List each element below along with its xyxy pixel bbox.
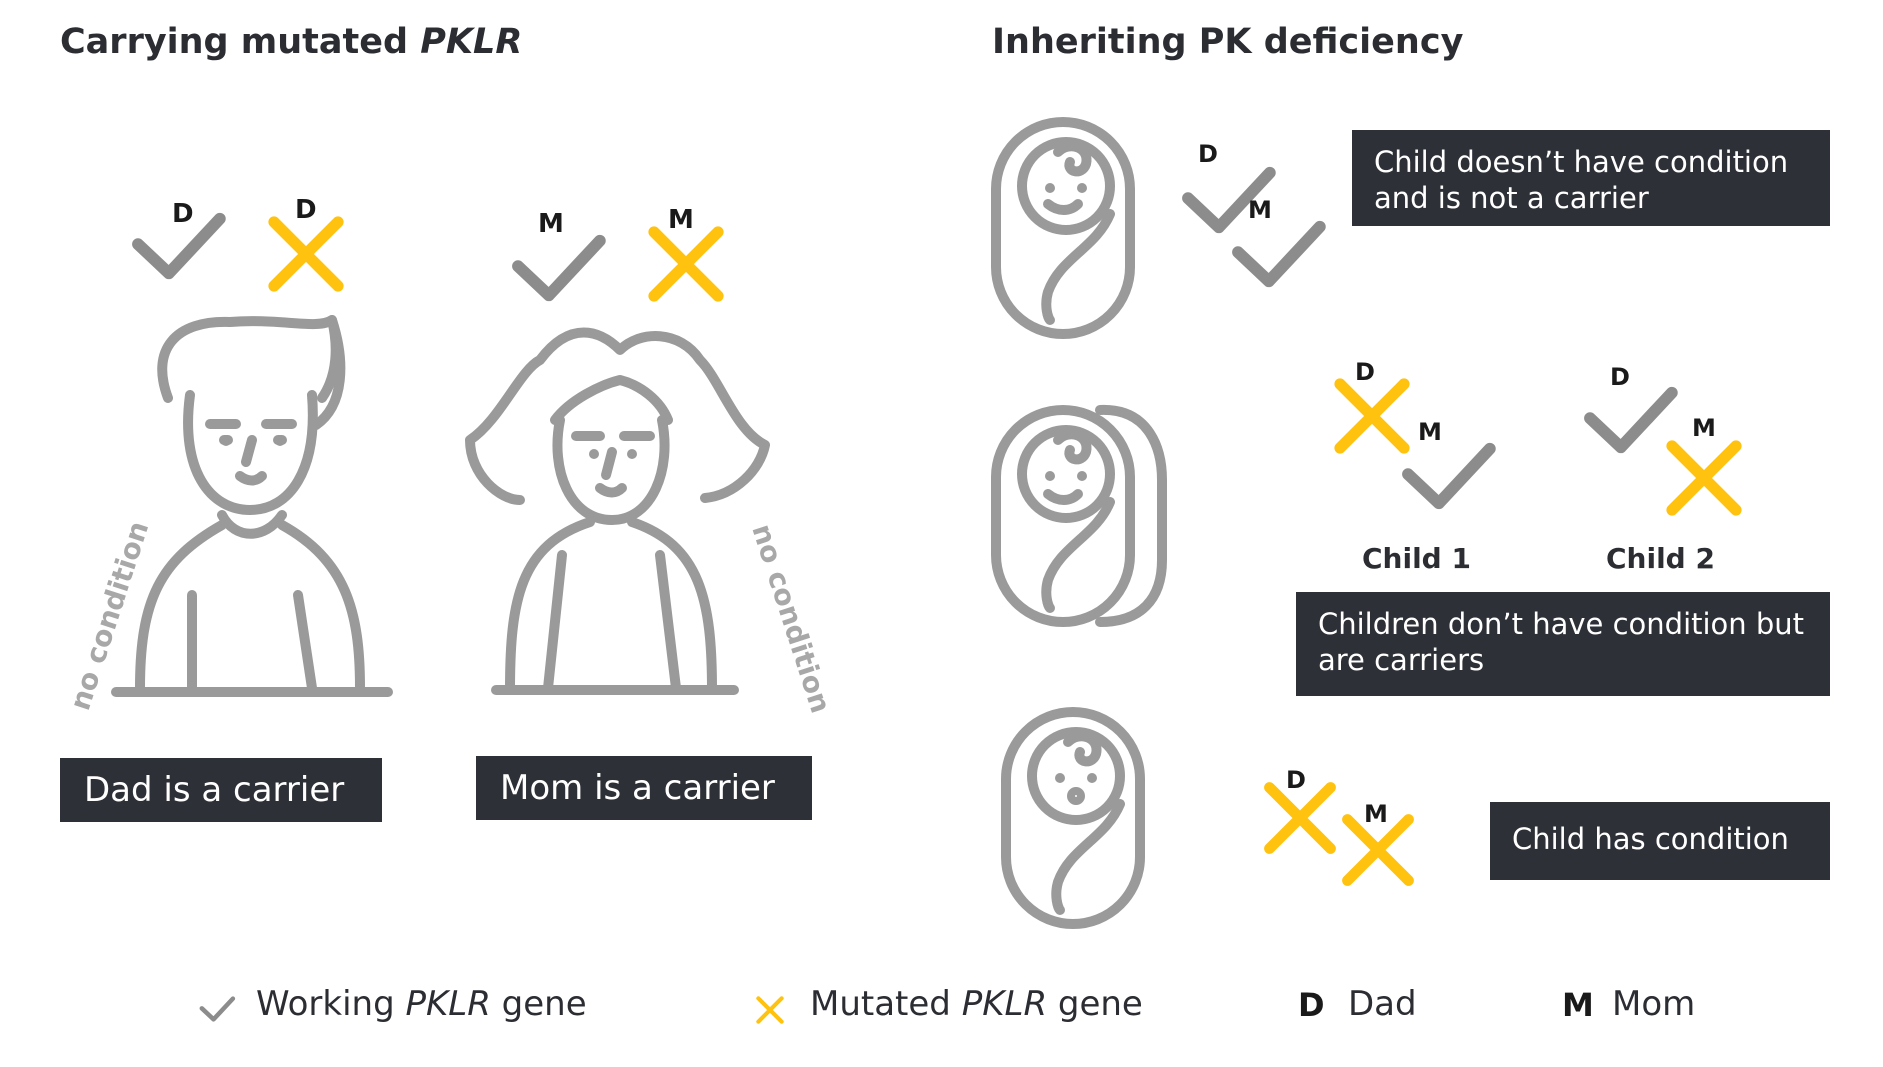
dad-genes: D D — [138, 195, 338, 286]
outcome-2-caption: Children don’t have condition but are ca… — [1296, 592, 1830, 696]
working-gene-icon — [1590, 393, 1672, 448]
eye — [589, 449, 599, 459]
legend-mutated: Mutated PKLR gene — [810, 984, 1143, 1024]
dad-letter: D — [1610, 363, 1630, 391]
mutated-gene-icon — [1340, 384, 1404, 448]
child-2-genes: D M — [1590, 363, 1736, 510]
dad-letter: D — [1355, 358, 1375, 386]
mutated-gene-icon — [654, 232, 718, 296]
eye — [627, 449, 637, 459]
working-gene-icon — [1408, 449, 1490, 504]
legend-dad-letter: D — [1298, 986, 1325, 1024]
mom-status-label: no condition — [745, 520, 837, 717]
legend-mom-letter: M — [1562, 986, 1594, 1024]
legend-working: Working PKLR gene — [256, 984, 587, 1024]
child-1-label: Child 1 — [1362, 542, 1471, 575]
mom-letter: M — [668, 205, 694, 235]
outcome-1-caption: Child doesn’t have condition and is not … — [1352, 130, 1830, 226]
mom-letter: M — [1364, 800, 1388, 828]
dad-letter: D — [1286, 766, 1306, 794]
baby-icon — [991, 117, 1135, 339]
working-gene-icon — [1238, 227, 1320, 282]
working-gene-icon — [518, 241, 600, 296]
gene-name: PKLR — [420, 22, 523, 62]
mom-letter: M — [1692, 414, 1716, 442]
dad-letter: D — [172, 199, 194, 229]
mutated-gene-icon — [274, 222, 338, 286]
mom-figure — [465, 327, 770, 695]
legend-mom-label: Mom — [1612, 984, 1696, 1024]
outcome-3-caption: Child has condition — [1490, 802, 1830, 880]
mutated-gene-icon — [1269, 787, 1330, 848]
left-panel-title: Carrying mutated PKLR — [60, 22, 523, 62]
dad-figure — [111, 315, 393, 697]
legend-mutated-icon — [758, 998, 781, 1021]
twin-babies-icon — [991, 404, 1167, 627]
outcome-3-genes: D M — [1269, 766, 1408, 881]
eye — [275, 436, 285, 446]
mom-genes: M M — [518, 205, 718, 296]
legend-working-icon — [202, 999, 233, 1020]
eye — [221, 436, 231, 446]
mutated-gene-icon — [1347, 819, 1408, 880]
right-panel-title: Inheriting PK deficiency — [992, 22, 1464, 62]
child-2-label: Child 2 — [1606, 542, 1715, 575]
outcome-1-genes: D M — [1188, 140, 1320, 281]
mom-letter: M — [1418, 418, 1442, 446]
dad-letter: D — [1198, 140, 1218, 168]
dad-letter: D — [295, 195, 317, 225]
legend-dad-label: Dad — [1348, 984, 1417, 1024]
mom-caption: Mom is a carrier — [476, 756, 812, 820]
mom-letter: M — [538, 209, 564, 239]
child-1-genes: D M — [1340, 358, 1490, 503]
mutated-gene-icon — [1672, 446, 1736, 510]
baby-icon — [1001, 707, 1145, 929]
dad-caption: Dad is a carrier — [60, 758, 382, 822]
mom-letter: M — [1248, 196, 1272, 224]
